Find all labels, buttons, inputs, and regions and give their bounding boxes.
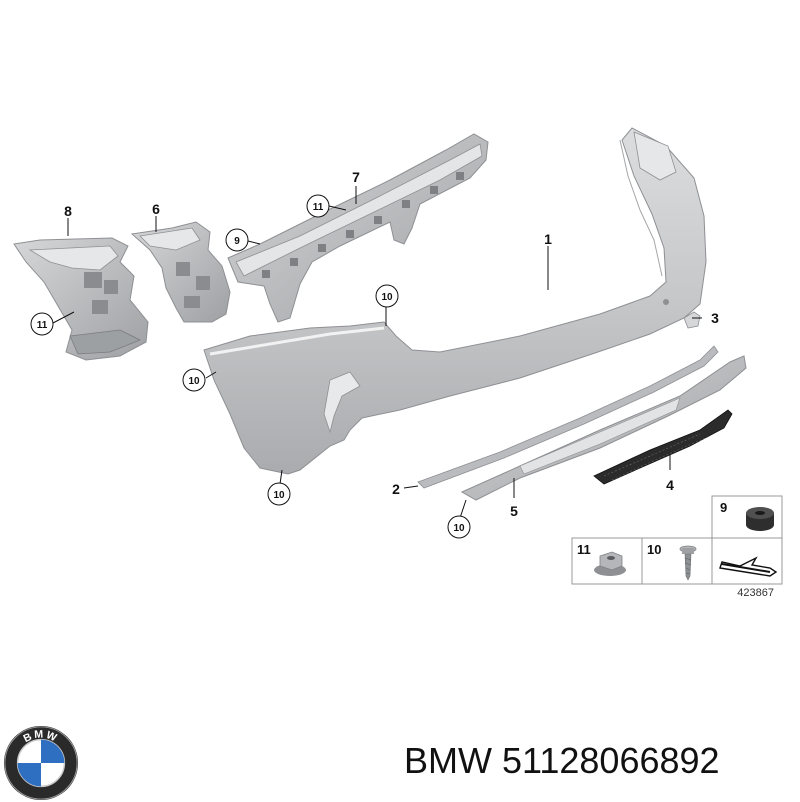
svg-text:11: 11: [577, 542, 591, 557]
svg-text:10: 10: [188, 376, 200, 387]
svg-text:9: 9: [720, 500, 727, 515]
svg-text:10: 10: [381, 292, 393, 303]
svg-text:9: 9: [234, 236, 240, 247]
circled-callouts: 9 11 11 10 10 10 10: [30, 194, 471, 539]
reinforcement-part-7: [227, 133, 489, 323]
svg-text:10: 10: [647, 542, 661, 557]
screw-icon: [679, 545, 697, 581]
callout-7: 7: [352, 169, 360, 185]
svg-text:11: 11: [313, 202, 324, 213]
callout-5: 5: [510, 503, 518, 519]
fastener-legend: 9 11 10: [571, 495, 783, 599]
leader-lines: [52, 186, 702, 519]
legend-item-10: 10: [647, 542, 697, 581]
svg-text:11: 11: [37, 320, 48, 331]
callout-labels: 1 2 3 4 5 6 7 8: [64, 169, 719, 519]
callout-10-circle-b: 10: [182, 368, 206, 392]
callout-10-circle-c: 10: [267, 482, 291, 506]
callout-9-circle: 9: [225, 228, 249, 252]
rubber-grommet-icon: [746, 507, 774, 531]
legend-item-11: 11: [577, 542, 626, 576]
bracket-part-8: [13, 237, 149, 361]
bmw-logo: BMW: [3, 725, 79, 801]
callout-3: 3: [711, 310, 719, 326]
caption-part-number: 51128066892: [502, 740, 720, 781]
callout-10-circle-d: 10: [447, 515, 471, 539]
trim-strip-part-2: [417, 345, 719, 489]
nut-icon: [594, 551, 626, 576]
caption-brand: BMW: [404, 740, 492, 781]
svg-text:10: 10: [453, 523, 465, 534]
callout-11-circle-left: 11: [30, 312, 54, 336]
callout-10-circle-a: 10: [375, 284, 399, 308]
svg-text:BMW: BMW: [22, 728, 61, 745]
diffuser-part-5: [460, 355, 747, 501]
grille-part-4: [593, 409, 733, 485]
diagram-number: 423867: [737, 587, 774, 599]
legend-item-9: 9: [720, 500, 774, 531]
callout-11-circle-top: 11: [306, 194, 330, 218]
bumper-trim-part-1: [203, 127, 707, 475]
svg-text:10: 10: [273, 490, 285, 501]
callout-1: 1: [544, 231, 552, 247]
part-caption: BMW 51128066892: [404, 736, 794, 786]
callout-4: 4: [666, 477, 674, 493]
callout-2: 2: [392, 481, 400, 497]
clip-part-3: [683, 311, 701, 329]
callout-6: 6: [152, 201, 160, 217]
bracket-part-6: [130, 221, 231, 323]
callout-8: 8: [64, 203, 72, 219]
direction-arrow-icon: [719, 556, 778, 577]
